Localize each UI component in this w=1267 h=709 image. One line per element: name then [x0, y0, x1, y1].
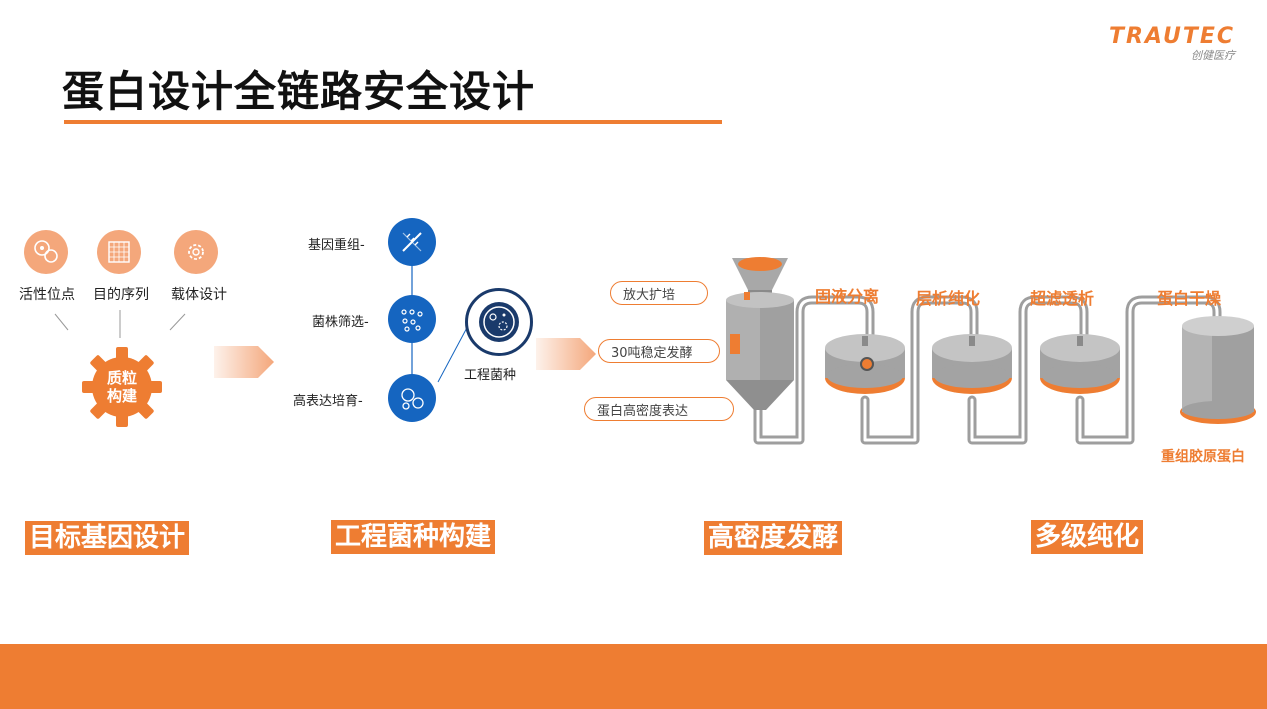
flow-arrow-1	[214, 346, 274, 378]
flow-arrow-2	[536, 338, 596, 370]
bubbles-icon	[388, 374, 436, 422]
plasmid-label-line1: 质粒	[106, 369, 137, 387]
label-engineered-strain: 工程菌种	[464, 368, 517, 383]
petri-dish-icon	[465, 288, 533, 356]
dna-icon	[388, 218, 436, 266]
label-chromatography: 层析纯化	[916, 289, 981, 308]
label-vector-design: 载体设计	[171, 287, 227, 303]
process-equipment-diagram	[726, 257, 1256, 445]
connector-lines	[54, 310, 186, 338]
plasmid-label: 质粒 构建	[80, 369, 164, 405]
footer-band	[0, 644, 1267, 709]
pill-30t-fermentation: 30吨稳定发酵	[598, 339, 720, 363]
label-gene-recombination: 基因重组-	[308, 238, 365, 253]
logo-subtitle: 创健医疗	[1191, 49, 1235, 62]
dots-icon	[388, 295, 436, 343]
company-logo: TRAUTEC 创健医疗	[1109, 24, 1235, 63]
label-strain-screening: 菌株筛选-	[312, 315, 369, 330]
stage-target-gene-design: 目标基因设计	[25, 521, 190, 555]
stage-multi-level-purification: 多级纯化	[1031, 520, 1144, 554]
pill-high-density-expression: 蛋白高密度表达	[584, 397, 734, 421]
stage-high-density-fermentation: 高密度发酵	[704, 521, 843, 555]
active-site-icon	[24, 230, 68, 274]
label-ultrafiltration: 超滤透析	[1030, 289, 1095, 308]
label-high-expression: 高表达培育-	[293, 394, 363, 409]
logo-wordmark: TRAUTEC	[1108, 24, 1235, 49]
pill-scale-up: 放大扩培	[610, 281, 708, 305]
plasmid-label-line2: 构建	[106, 387, 137, 405]
title-underline	[64, 120, 722, 124]
label-recombinant-collagen: 重组胶原蛋白	[1161, 449, 1245, 465]
label-protein-drying: 蛋白干燥	[1157, 289, 1222, 308]
label-solid-liquid-separation: 固液分离	[815, 287, 880, 306]
label-target-sequence: 目的序列	[93, 287, 149, 303]
plasmid-gear-icon	[82, 347, 162, 427]
vector-gear-icon	[174, 230, 218, 274]
strain-to-result-line	[437, 321, 471, 383]
page-title: 蛋白设计全链路安全设计	[62, 67, 536, 116]
stage-strain-construction: 工程菌种构建	[331, 520, 496, 554]
sequence-grid-icon	[97, 230, 141, 274]
label-active-site: 活性位点	[19, 287, 75, 303]
